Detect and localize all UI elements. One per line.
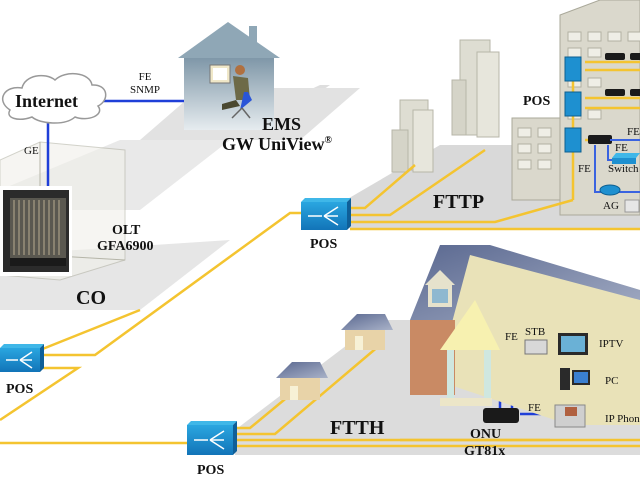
olt-title: OLT [112,223,141,238]
internet-ems-link-label-1: FE [138,71,152,83]
ag-label: AG [603,200,619,212]
internet-ems-link-label-2: SNMP [130,84,160,96]
internet-label: Internet [15,91,78,111]
tv-icon [558,333,588,355]
onu-title: ONU [470,427,502,442]
ems-product-label: GW UniView [222,134,325,154]
switch-icon [612,153,640,164]
stb-label: STB [525,326,546,338]
ems-title: EMS [262,114,302,134]
pc-icon [560,368,590,390]
pos-main-label: POS [6,382,34,397]
operator-workstation-icon [209,64,252,119]
small-house-icon [341,314,393,350]
olt-model: GFA6900 [97,239,154,254]
olt-chassis-icon [0,186,72,276]
fiber-links [0,148,640,448]
phone-icon [624,199,640,213]
ftth-label: FTTH [330,417,385,439]
pos-fttp-label: POS [310,237,338,252]
ems-building-icon [178,22,280,130]
internet-olt-link-label: GE [24,145,39,157]
onu-icon [483,408,519,423]
home-building-icon [410,245,640,425]
tower-building-tall [451,39,500,138]
building-fe-label-2: FE [615,142,628,154]
onu-stb-link-label: FE [505,331,518,343]
tower-building-small [391,99,434,173]
splitter-icon-ftth [187,421,237,455]
onu-model: GT81x [464,444,506,459]
riser-splitter-icon [564,56,582,153]
building-onu-icon [588,53,640,144]
pc-label: PC [605,375,619,387]
ag-router-icon [599,184,621,196]
onu-phone-link-label: FE [528,402,541,414]
switch-label: Switch [608,163,639,175]
splitter-icon-fttp [301,198,351,230]
pos-ftth-label: POS [197,463,225,478]
iptv-label: IPTV [599,338,624,350]
pos-building-label: POS [523,94,551,109]
registered-mark: ® [324,135,332,146]
ems-product-name: GW UniView® [222,135,332,153]
small-house-icon [276,362,328,400]
co-label: CO [76,287,106,309]
splitter-icon-main [0,344,44,372]
ip-phone-icon [554,404,586,428]
building-fe-label-3: FE [578,163,591,175]
cloud-icon [1,73,107,124]
stb-icon [524,339,548,355]
ip-phone-label: IP Phon [605,413,640,425]
building-fe-label-1: FE [627,126,640,138]
fttp-label: FTTP [433,191,485,213]
